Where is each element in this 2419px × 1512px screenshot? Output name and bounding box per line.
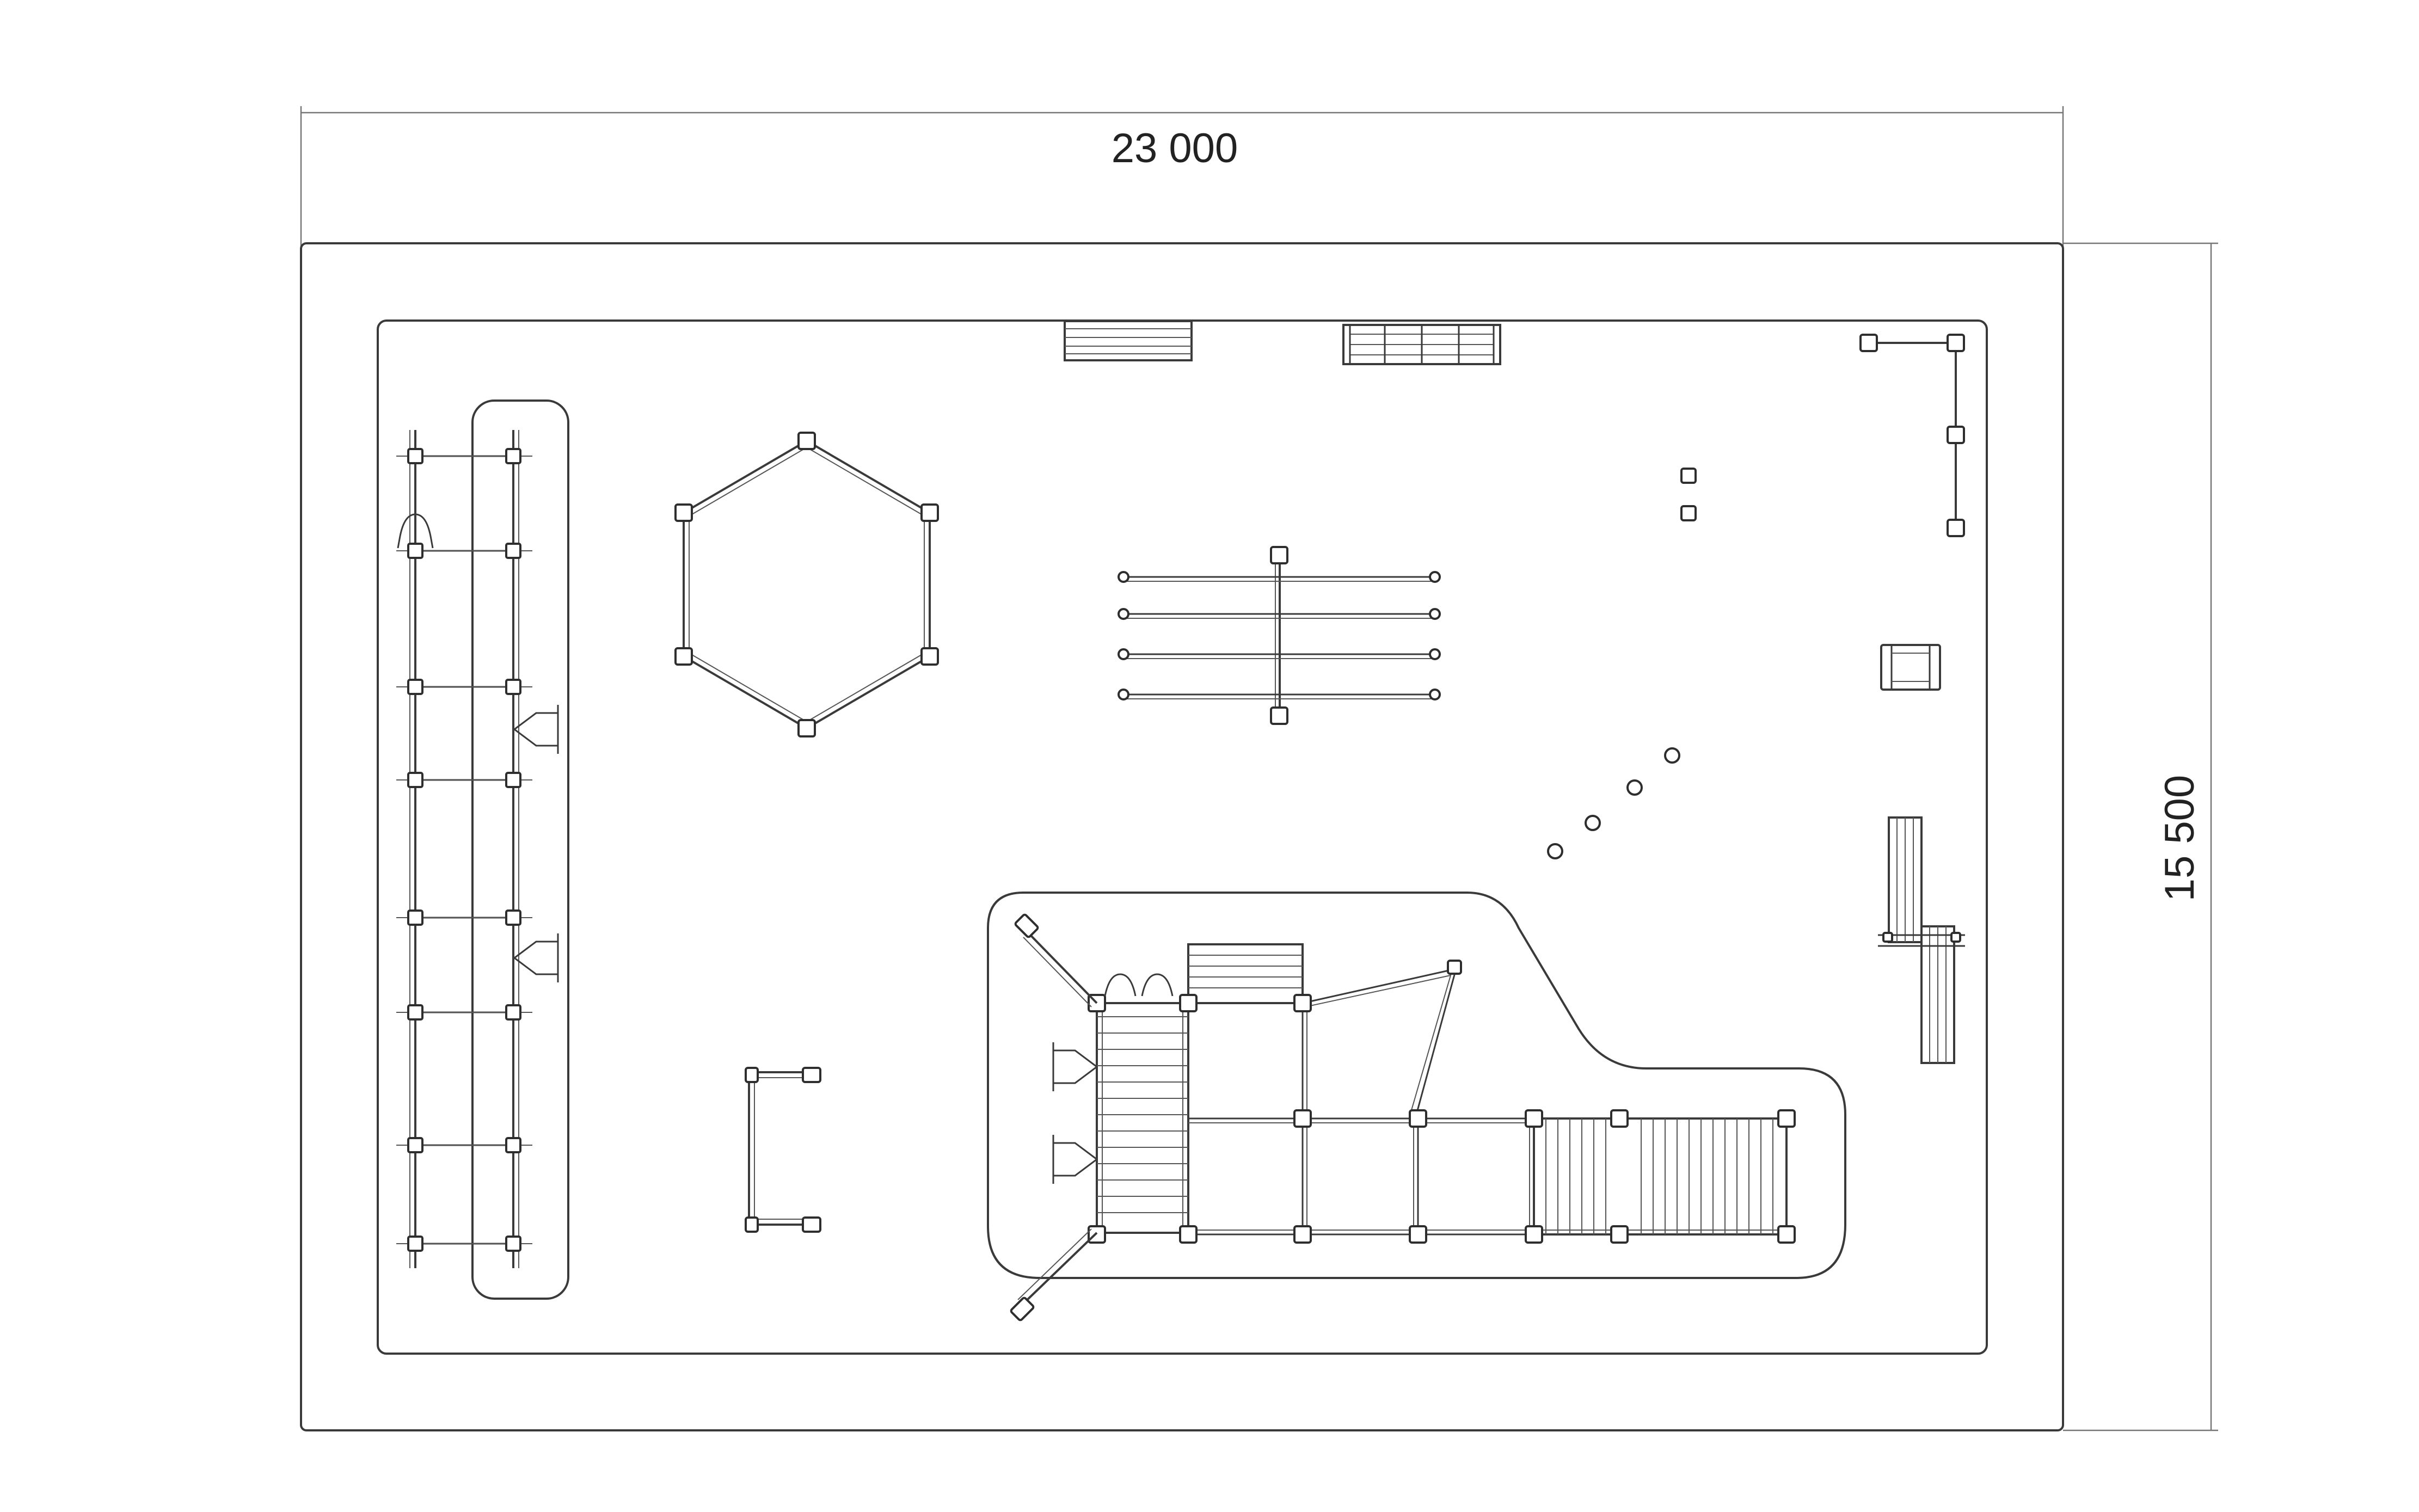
- corner-bar-set: [1859, 334, 1965, 537]
- rig-rings: [397, 513, 434, 549]
- rig-safety-zone: [471, 399, 569, 1300]
- long-climbing-rig: [396, 399, 569, 1300]
- stepping-stones-diagonal: [1547, 747, 1680, 859]
- complex-posts: [1088, 960, 1796, 1244]
- small-step-frame: [1880, 644, 1941, 691]
- access-arm-upper: [1028, 932, 1098, 1004]
- outer-site-boundary: [300, 242, 2064, 1431]
- hexagon-climbing-frame: [674, 432, 939, 737]
- complex-safety-zone: [987, 892, 1846, 1279]
- horizontal-bar-unit: [1118, 546, 1441, 725]
- width-dimension-label: 23 000: [1112, 125, 1238, 171]
- u-shaped-bar: [745, 1067, 821, 1233]
- rig-bracket-lower: [514, 933, 559, 982]
- bench-top-center: [1342, 324, 1501, 365]
- rig-posts: [407, 448, 521, 1252]
- bench-top-left: [1064, 320, 1193, 361]
- main-play-complex: [987, 892, 1846, 1322]
- complex-bracket-lower: [1052, 1135, 1097, 1184]
- ladder-panel-left: [1096, 1002, 1189, 1234]
- complex-bracket-upper: [1052, 1042, 1097, 1091]
- rig-bracket-upper: [514, 705, 559, 754]
- ladder-panel-top: [1187, 943, 1304, 1004]
- bench-pair-right: [1878, 816, 1965, 1064]
- height-dimension-label: 15 500: [2157, 775, 2203, 901]
- width-dimension: 23 000: [300, 106, 2064, 248]
- height-dimension: 15 500: [2063, 242, 2218, 1431]
- complex-rings: [1104, 973, 1174, 997]
- ladder-bridge-right: [1533, 1117, 1788, 1236]
- access-arm-lower: [1022, 1232, 1098, 1305]
- stepping-posts-pair: [1680, 468, 1697, 521]
